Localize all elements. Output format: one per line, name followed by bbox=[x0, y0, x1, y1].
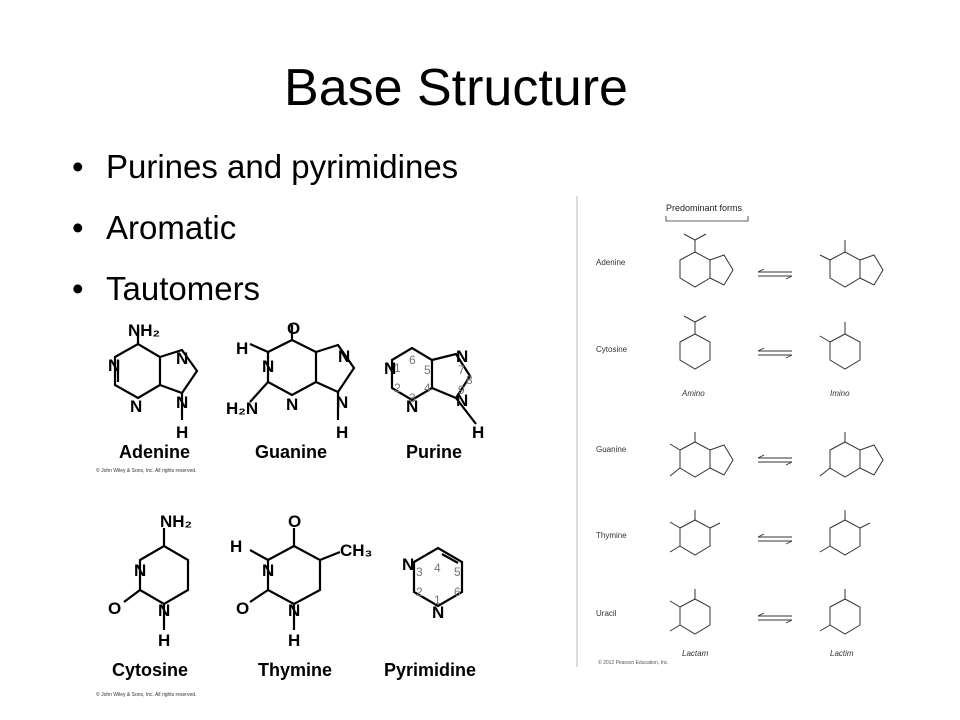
ring-number: 3 bbox=[416, 565, 423, 579]
atom-label: H bbox=[158, 631, 170, 650]
cytosine-structure bbox=[123, 528, 190, 630]
bullet-item: Tautomers bbox=[72, 258, 458, 319]
ring-number: 7 bbox=[458, 363, 465, 377]
atom-label: N bbox=[262, 561, 274, 580]
atom-label: N bbox=[336, 393, 348, 412]
atom-label: N bbox=[456, 347, 468, 366]
atom-label: N bbox=[176, 393, 188, 412]
thymine-structure bbox=[249, 528, 341, 630]
name-thymine: Thymine bbox=[258, 660, 332, 680]
amino-label: Amino bbox=[681, 389, 705, 398]
atom-label: H bbox=[236, 339, 248, 358]
bullet-item: Purines and pyrimidines bbox=[72, 136, 458, 197]
atom-label: H bbox=[472, 423, 484, 442]
ring-number: 1 bbox=[394, 361, 401, 375]
predominant-forms-header: Predominant forms bbox=[666, 203, 743, 213]
row-label-uracil: Uracil bbox=[596, 609, 617, 618]
copyright-text: © John Wiley & Sons, Inc. All rights res… bbox=[96, 691, 196, 698]
bullet-list: Purines and pyrimidines Aromatic Tautome… bbox=[72, 136, 458, 319]
atom-label: NH₂ bbox=[128, 321, 160, 340]
atom-label: H₂N bbox=[226, 399, 258, 418]
atom-label: N bbox=[432, 603, 444, 622]
atom-label: O bbox=[108, 599, 121, 618]
ring-number: 1 bbox=[434, 593, 441, 607]
name-pyrimidine: Pyrimidine bbox=[384, 660, 476, 680]
atom-label: N bbox=[286, 395, 298, 414]
atom-label: CH₃ bbox=[340, 541, 372, 560]
ring-number: 8 bbox=[466, 373, 473, 387]
atom-label: O bbox=[287, 319, 300, 338]
atom-label: N bbox=[134, 561, 146, 580]
pyrimidine-structure bbox=[412, 546, 464, 608]
atom-label: N bbox=[108, 356, 120, 375]
row-label-cytosine: Cytosine bbox=[596, 345, 628, 354]
atom-label: NH₂ bbox=[160, 512, 192, 531]
equilibrium-arrows bbox=[757, 268, 793, 624]
atom-label: N bbox=[288, 601, 300, 620]
ring-number: 3 bbox=[409, 391, 416, 405]
atom-label: N bbox=[176, 349, 188, 368]
bullet-item: Aromatic bbox=[72, 197, 458, 258]
lactim-label: Lactim bbox=[830, 649, 854, 658]
copyright-text: © 2012 Pearson Education, Inc. bbox=[598, 659, 669, 666]
row-label-guanine: Guanine bbox=[596, 445, 627, 454]
row-label-thymine: Thymine bbox=[596, 531, 627, 540]
ring-number: 9 bbox=[458, 383, 465, 397]
imino-label: Imino bbox=[830, 389, 850, 398]
name-adenine: Adenine bbox=[119, 442, 190, 462]
atom-label: O bbox=[236, 599, 249, 618]
ring-number: 5 bbox=[454, 565, 461, 579]
ring-number: 6 bbox=[454, 585, 461, 599]
name-guanine: Guanine bbox=[255, 442, 327, 462]
ring-number: 4 bbox=[434, 561, 441, 575]
atom-label: N bbox=[456, 391, 468, 410]
adenine-structure bbox=[113, 328, 199, 420]
guanine-structure bbox=[249, 325, 356, 420]
ring-number: 5 bbox=[424, 363, 431, 377]
name-cytosine: Cytosine bbox=[112, 660, 188, 680]
atom-label: N bbox=[158, 601, 170, 620]
atom-label: N bbox=[402, 555, 414, 574]
name-purine: Purine bbox=[406, 442, 462, 462]
copyright-text: © John Wiley & Sons, Inc. All rights res… bbox=[96, 467, 196, 474]
lactam-label: Lactam bbox=[682, 649, 709, 658]
atom-label: N bbox=[338, 347, 350, 366]
atom-label: H bbox=[230, 537, 242, 556]
atom-label: N bbox=[384, 359, 396, 378]
row-label-adenine: Adenine bbox=[596, 258, 626, 267]
tautomer-structures bbox=[669, 233, 884, 635]
atom-label: O bbox=[288, 512, 301, 531]
atom-label: N bbox=[262, 357, 274, 376]
slide-title: Base Structure bbox=[284, 59, 628, 117]
ring-number: 4 bbox=[424, 381, 431, 395]
ring-number: 6 bbox=[409, 353, 416, 367]
atom-label: H bbox=[176, 423, 188, 442]
atom-label: N bbox=[406, 397, 418, 416]
atom-label: N bbox=[130, 397, 142, 416]
atom-label: H bbox=[288, 631, 300, 650]
ring-number: 2 bbox=[394, 381, 401, 395]
ring-number: 2 bbox=[416, 585, 423, 599]
atom-label: H bbox=[336, 423, 348, 442]
purine-structure bbox=[390, 346, 477, 425]
